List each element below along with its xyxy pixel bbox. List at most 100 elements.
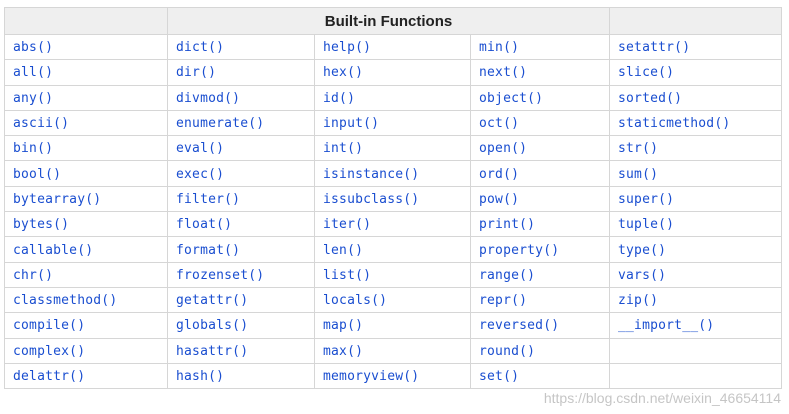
function-link[interactable]: globals() — [176, 318, 249, 334]
table-cell: hash() — [167, 362, 315, 390]
function-link[interactable]: map() — [323, 318, 364, 334]
table-cell: set() — [470, 362, 610, 390]
function-link[interactable]: round() — [479, 343, 536, 359]
function-link[interactable]: input() — [323, 116, 380, 132]
function-link[interactable]: tuple() — [618, 217, 675, 233]
function-link[interactable]: len() — [323, 242, 364, 258]
table-cell: map() — [314, 312, 471, 339]
table-row: delattr() hash() memoryview() set() — [4, 362, 782, 390]
table-cell: pow() — [470, 185, 610, 213]
function-link[interactable]: repr() — [479, 293, 528, 309]
table-row: abs() dict() help() min() setattr() — [4, 33, 782, 61]
function-link[interactable]: reversed() — [479, 318, 560, 334]
table-cell: input() — [314, 109, 471, 137]
table-cell: delattr() — [4, 362, 168, 390]
table-cell: frozenset() — [167, 261, 315, 288]
table-cell: id() — [314, 84, 471, 111]
function-link[interactable]: __import__() — [618, 318, 715, 334]
table-cell: help() — [314, 33, 471, 61]
function-link[interactable]: dict() — [176, 40, 225, 56]
function-link[interactable]: range() — [479, 267, 536, 283]
function-link[interactable]: vars() — [618, 267, 667, 283]
function-link[interactable]: setattr() — [618, 40, 691, 56]
function-link[interactable]: callable() — [13, 242, 94, 258]
function-link[interactable]: ascii() — [13, 116, 70, 132]
function-link[interactable]: complex() — [13, 343, 86, 359]
table-body: abs() dict() help() min() setattr() all() dir(… — [4, 33, 782, 390]
function-link[interactable]: open() — [479, 141, 528, 157]
function-link[interactable]: hasattr() — [176, 343, 249, 359]
table-cell: object() — [470, 84, 610, 111]
header-empty-cell — [4, 7, 168, 35]
function-link[interactable]: next() — [479, 65, 528, 81]
function-link[interactable]: property() — [479, 242, 560, 258]
function-link[interactable]: max() — [323, 343, 364, 359]
table-row: classmethod() getattr() locals() repr() zip(… — [4, 286, 782, 314]
table-row: compile() globals() map() reversed() __impor… — [4, 312, 782, 339]
table-cell: globals() — [167, 312, 315, 339]
function-link[interactable]: hash() — [176, 369, 225, 384]
function-link[interactable]: slice() — [618, 65, 675, 81]
function-link[interactable]: sum() — [618, 166, 659, 182]
function-link[interactable]: sorted() — [618, 90, 683, 106]
function-link[interactable]: format() — [176, 242, 241, 258]
table-cell: bin() — [4, 135, 168, 162]
table-cell: list() — [314, 261, 471, 288]
table-cell: print() — [470, 211, 610, 238]
function-link[interactable]: isinstance() — [323, 166, 420, 182]
function-link[interactable]: ord() — [479, 166, 520, 182]
table-cell: iter() — [314, 211, 471, 238]
function-link[interactable]: delattr() — [13, 369, 86, 384]
function-link[interactable]: id() — [323, 90, 356, 106]
function-link[interactable]: locals() — [323, 293, 388, 309]
table-cell: getattr() — [167, 286, 315, 314]
function-link[interactable]: frozenset() — [176, 267, 265, 283]
function-link[interactable]: getattr() — [176, 293, 249, 309]
table-row: chr() frozenset() list() range() vars() — [4, 261, 782, 288]
table-cell: zip() — [609, 286, 782, 314]
function-link[interactable]: int() — [323, 141, 364, 157]
function-link[interactable]: bytearray() — [13, 191, 102, 207]
function-link[interactable]: oct() — [479, 116, 520, 132]
function-link[interactable]: bytes() — [13, 217, 70, 233]
function-link[interactable]: bin() — [13, 141, 54, 157]
empty-cell — [609, 337, 782, 364]
table-cell: ascii() — [4, 109, 168, 137]
function-link[interactable]: object() — [479, 90, 544, 106]
function-link[interactable]: pow() — [479, 191, 520, 207]
function-link[interactable]: filter() — [176, 191, 241, 207]
table-row: callable() format() len() property() type() — [4, 236, 782, 263]
function-link[interactable]: enumerate() — [176, 116, 265, 132]
function-link[interactable]: float() — [176, 217, 233, 233]
function-link[interactable]: eval() — [176, 141, 225, 157]
function-link[interactable]: issubclass() — [323, 191, 420, 207]
function-link[interactable]: bool() — [13, 166, 62, 182]
function-link[interactable]: min() — [479, 40, 520, 56]
function-link[interactable]: str() — [618, 141, 659, 157]
table-row: bytes() float() iter() print() tuple() — [4, 211, 782, 238]
function-link[interactable]: chr() — [13, 267, 54, 283]
function-link[interactable]: zip() — [618, 293, 659, 309]
function-link[interactable]: any() — [13, 90, 54, 106]
table-cell: vars() — [609, 261, 782, 288]
table-cell: locals() — [314, 286, 471, 314]
table-row: complex() hasattr() max() round() — [4, 337, 782, 364]
function-link[interactable]: classmethod() — [13, 293, 118, 309]
function-link[interactable]: staticmethod() — [618, 116, 731, 132]
function-link[interactable]: set() — [479, 369, 520, 384]
function-link[interactable]: all() — [13, 65, 54, 81]
function-link[interactable]: help() — [323, 40, 372, 56]
function-link[interactable]: print() — [479, 217, 536, 233]
function-link[interactable]: exec() — [176, 166, 225, 182]
function-link[interactable]: memoryview() — [323, 369, 420, 384]
function-link[interactable]: super() — [618, 191, 675, 207]
function-link[interactable]: type() — [618, 242, 667, 258]
function-link[interactable]: compile() — [13, 318, 86, 334]
function-link[interactable]: iter() — [323, 217, 372, 233]
function-link[interactable]: divmod() — [176, 90, 241, 106]
function-link[interactable]: list() — [323, 267, 372, 283]
table-cell: float() — [167, 211, 315, 238]
function-link[interactable]: hex() — [323, 65, 364, 81]
function-link[interactable]: dir() — [176, 65, 217, 81]
function-link[interactable]: abs() — [13, 40, 54, 56]
